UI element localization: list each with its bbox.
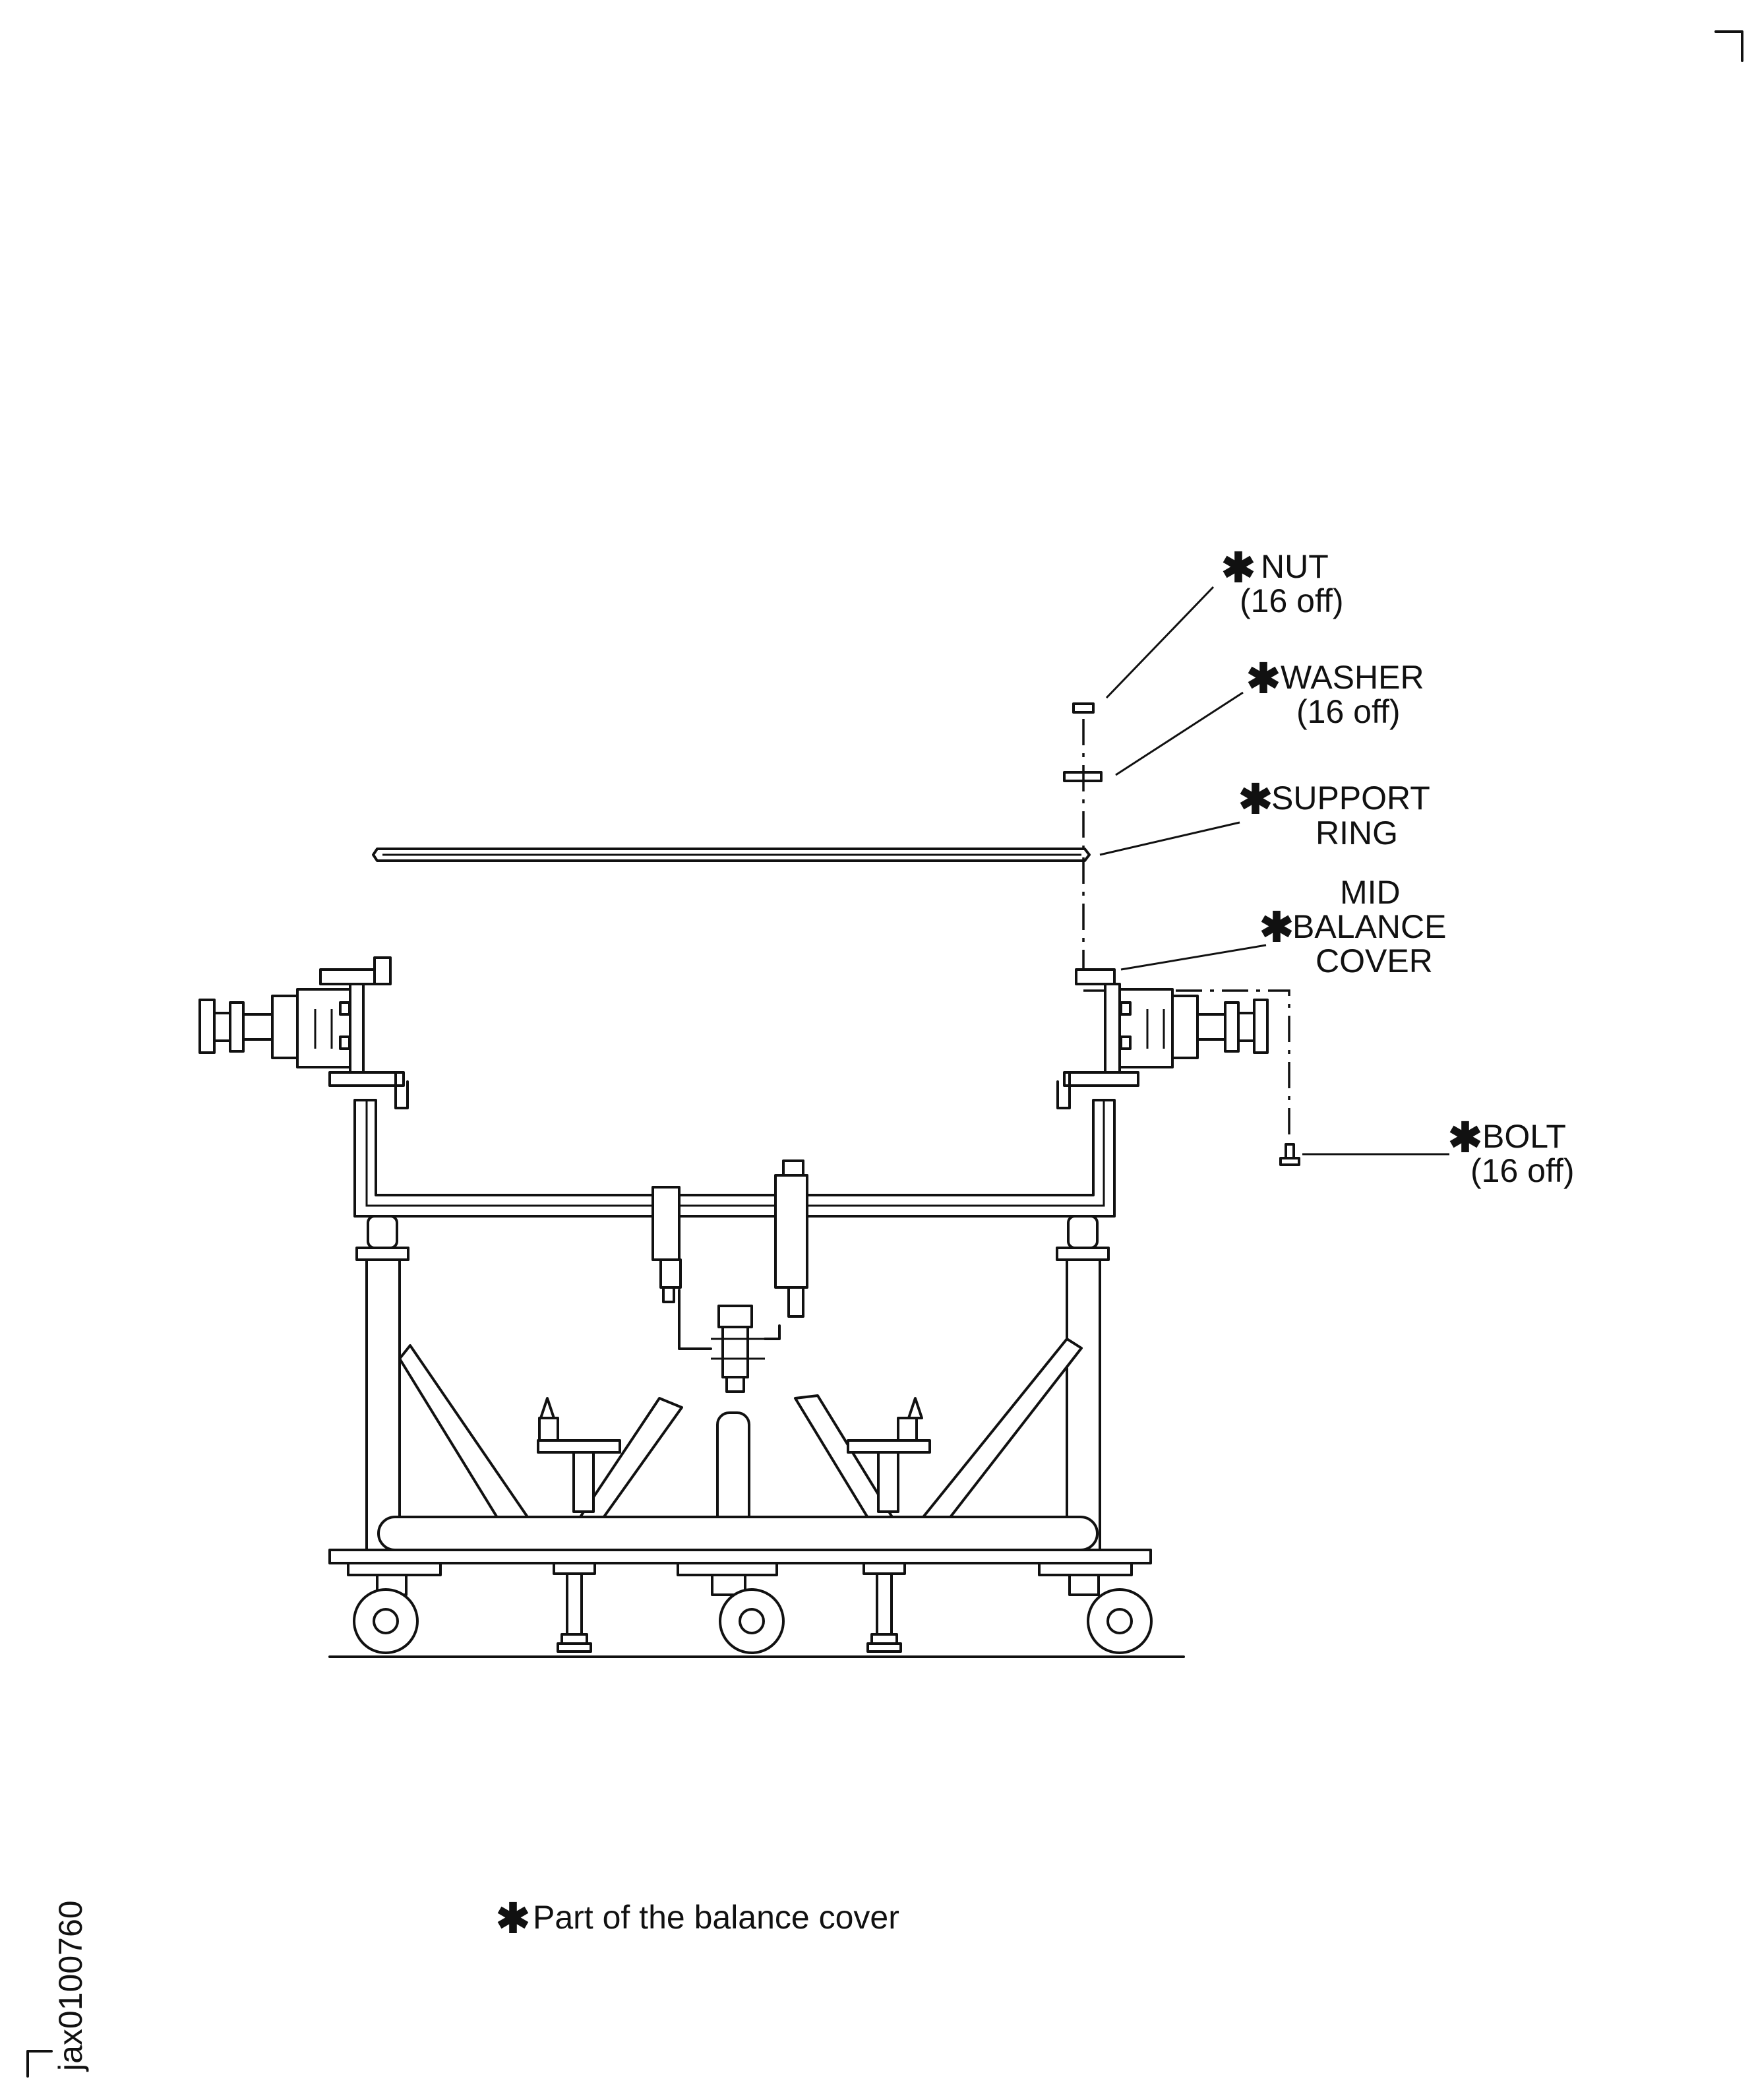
svg-text:(16 off): (16 off)	[1296, 693, 1401, 730]
svg-text:BALANCE: BALANCE	[1292, 908, 1446, 945]
left-caster	[347, 1562, 442, 1654]
leader-mid-balance-cover	[1120, 944, 1267, 971]
center-caster	[677, 1562, 785, 1654]
left-leveling-foot	[553, 1562, 596, 1653]
svg-text:(16 off): (16 off)	[1240, 582, 1344, 619]
svg-text:✱: ✱	[496, 1896, 530, 1942]
bolt-part	[1279, 1143, 1300, 1166]
svg-text:(16 off): (16 off)	[1470, 1152, 1575, 1189]
svg-text:SUPPORT: SUPPORT	[1271, 780, 1430, 817]
base-frame	[328, 1516, 1152, 1564]
svg-text:RING: RING	[1316, 815, 1398, 851]
leader-washer	[1115, 691, 1244, 776]
u-frame	[353, 1099, 1116, 1218]
svg-text:MID: MID	[1340, 874, 1401, 911]
svg-text:✱: ✱	[1221, 545, 1256, 591]
center-mechanism	[651, 1159, 808, 1393]
nut-part	[1072, 702, 1095, 714]
corner-mark-top-right	[1714, 30, 1743, 62]
figure-reference: jax0100760	[52, 1900, 89, 2072]
right-jack	[847, 1397, 931, 1513]
label-washer: ✱ WASHER (16 off)	[1246, 656, 1424, 730]
svg-text:✱: ✱	[1246, 656, 1281, 702]
leader-nut	[1105, 586, 1215, 699]
right-pedestal	[1056, 1215, 1110, 1551]
footnote: ✱ Part of the balance cover	[496, 1896, 899, 1942]
svg-text:✱: ✱	[1238, 777, 1273, 822]
label-support-ring: ✱ SUPPORT RING	[1238, 777, 1430, 851]
svg-text:Part of the balance cover: Part of the balance cover	[533, 1899, 899, 1936]
support-ring-part	[372, 848, 1091, 862]
left-jack	[537, 1397, 621, 1513]
svg-text:✱: ✱	[1259, 905, 1294, 950]
svg-text:✱: ✱	[1448, 1115, 1482, 1161]
right-leveling-foot	[863, 1562, 906, 1653]
svg-text:NUT: NUT	[1261, 548, 1329, 585]
svg-text:BOLT: BOLT	[1482, 1118, 1566, 1155]
diagonal-tubes	[398, 1338, 1083, 1546]
label-nut: ✱ NUT (16 off)	[1221, 545, 1344, 619]
label-mid-balance-cover: MID ✱ BALANCE COVER	[1259, 874, 1446, 979]
left-pedestal	[355, 1215, 409, 1551]
right-caster	[1038, 1562, 1153, 1654]
svg-text:COVER: COVER	[1316, 942, 1433, 979]
balance-stand	[198, 956, 1269, 1658]
leader-support-ring	[1099, 821, 1240, 856]
svg-text:WASHER: WASHER	[1281, 659, 1424, 696]
left-flange-assembly	[198, 956, 409, 1109]
right-flange-assembly	[1056, 968, 1269, 1109]
corner-mark-bottom-left	[26, 2050, 53, 2078]
label-bolt: ✱ BOLT (16 off)	[1448, 1115, 1575, 1189]
